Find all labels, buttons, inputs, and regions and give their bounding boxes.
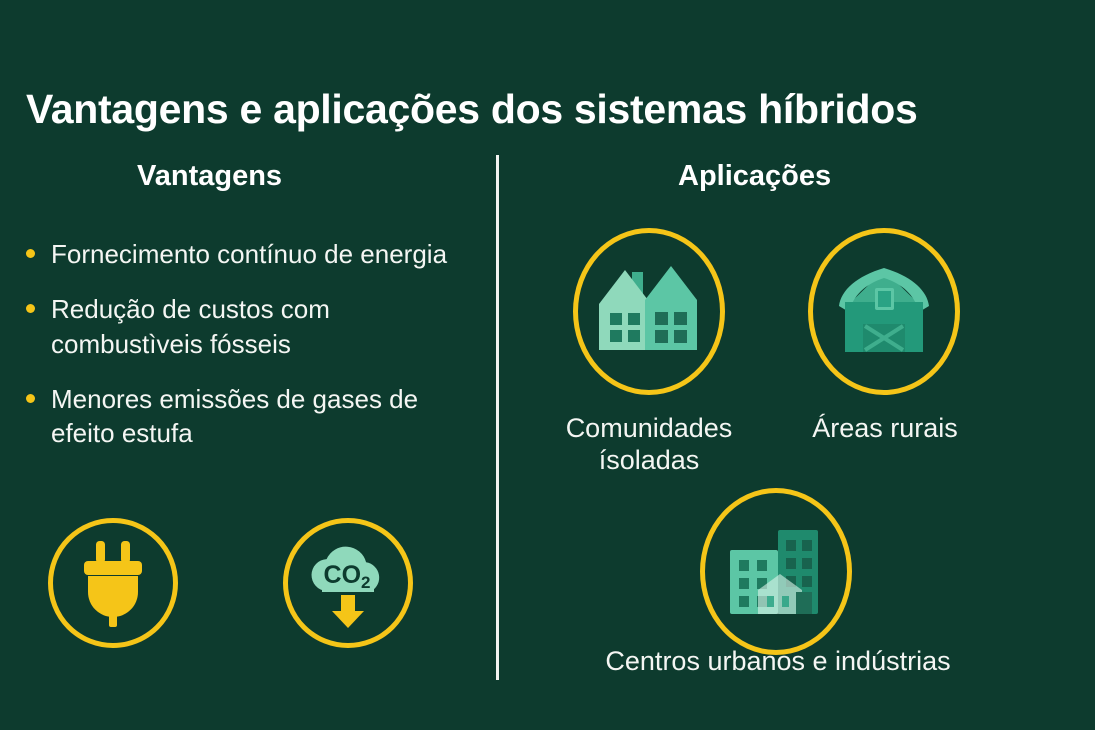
barn-icon-badge (808, 228, 960, 395)
column-divider (496, 155, 499, 680)
down-arrow-icon (332, 595, 364, 628)
column-heading-vantagens: Vantagens (137, 160, 283, 192)
list-item-label: Fornecimento contínuo de energia (51, 239, 448, 269)
bullet-dot-icon (26, 393, 35, 403)
column-heading-aplicacoes: Aplicações (678, 160, 832, 192)
building-right-base (796, 591, 812, 614)
power-plug-icon-badge (48, 518, 178, 648)
list-item: Redução de custos com combustìveis fósse… (26, 292, 476, 361)
list-item-label: Redução de custos com combustìveis fósse… (51, 294, 330, 359)
bullet-dot-icon (26, 249, 35, 258)
application-caption-centros-urbanos: Centros urbanos e indústrias (605, 646, 951, 676)
application-caption-areas-rurais: Áreas rurais (812, 413, 958, 443)
cloud-shape (311, 546, 380, 592)
city-buildings-icon (730, 529, 818, 614)
barn-icon (839, 267, 929, 352)
list-item: Fornecimento contínuo de energia (26, 237, 476, 271)
barn-roof-eaves (839, 267, 929, 312)
list-item: Menores emissões de gases de efeito estu… (26, 382, 476, 451)
co2-reduction-icon: CO2 (311, 546, 380, 628)
two-houses-icon-badge (573, 228, 725, 395)
list-item-label: Menores emissões de gases de efeito estu… (51, 383, 419, 449)
page-title: Vantagens e aplicações dos sistemas híbr… (26, 86, 918, 133)
two-houses-icon (599, 265, 697, 350)
chimney (632, 271, 643, 298)
city-buildings-icon-badge (700, 488, 852, 655)
power-plug-icon (84, 541, 142, 627)
advantages-list: Fornecimento contínuo de energia Redução… (26, 237, 476, 472)
co2-reduction-icon-badge: CO2 (283, 518, 413, 648)
application-caption-comunidades: Comunidades ísoladas (565, 413, 733, 476)
bullet-dot-icon (26, 304, 35, 314)
